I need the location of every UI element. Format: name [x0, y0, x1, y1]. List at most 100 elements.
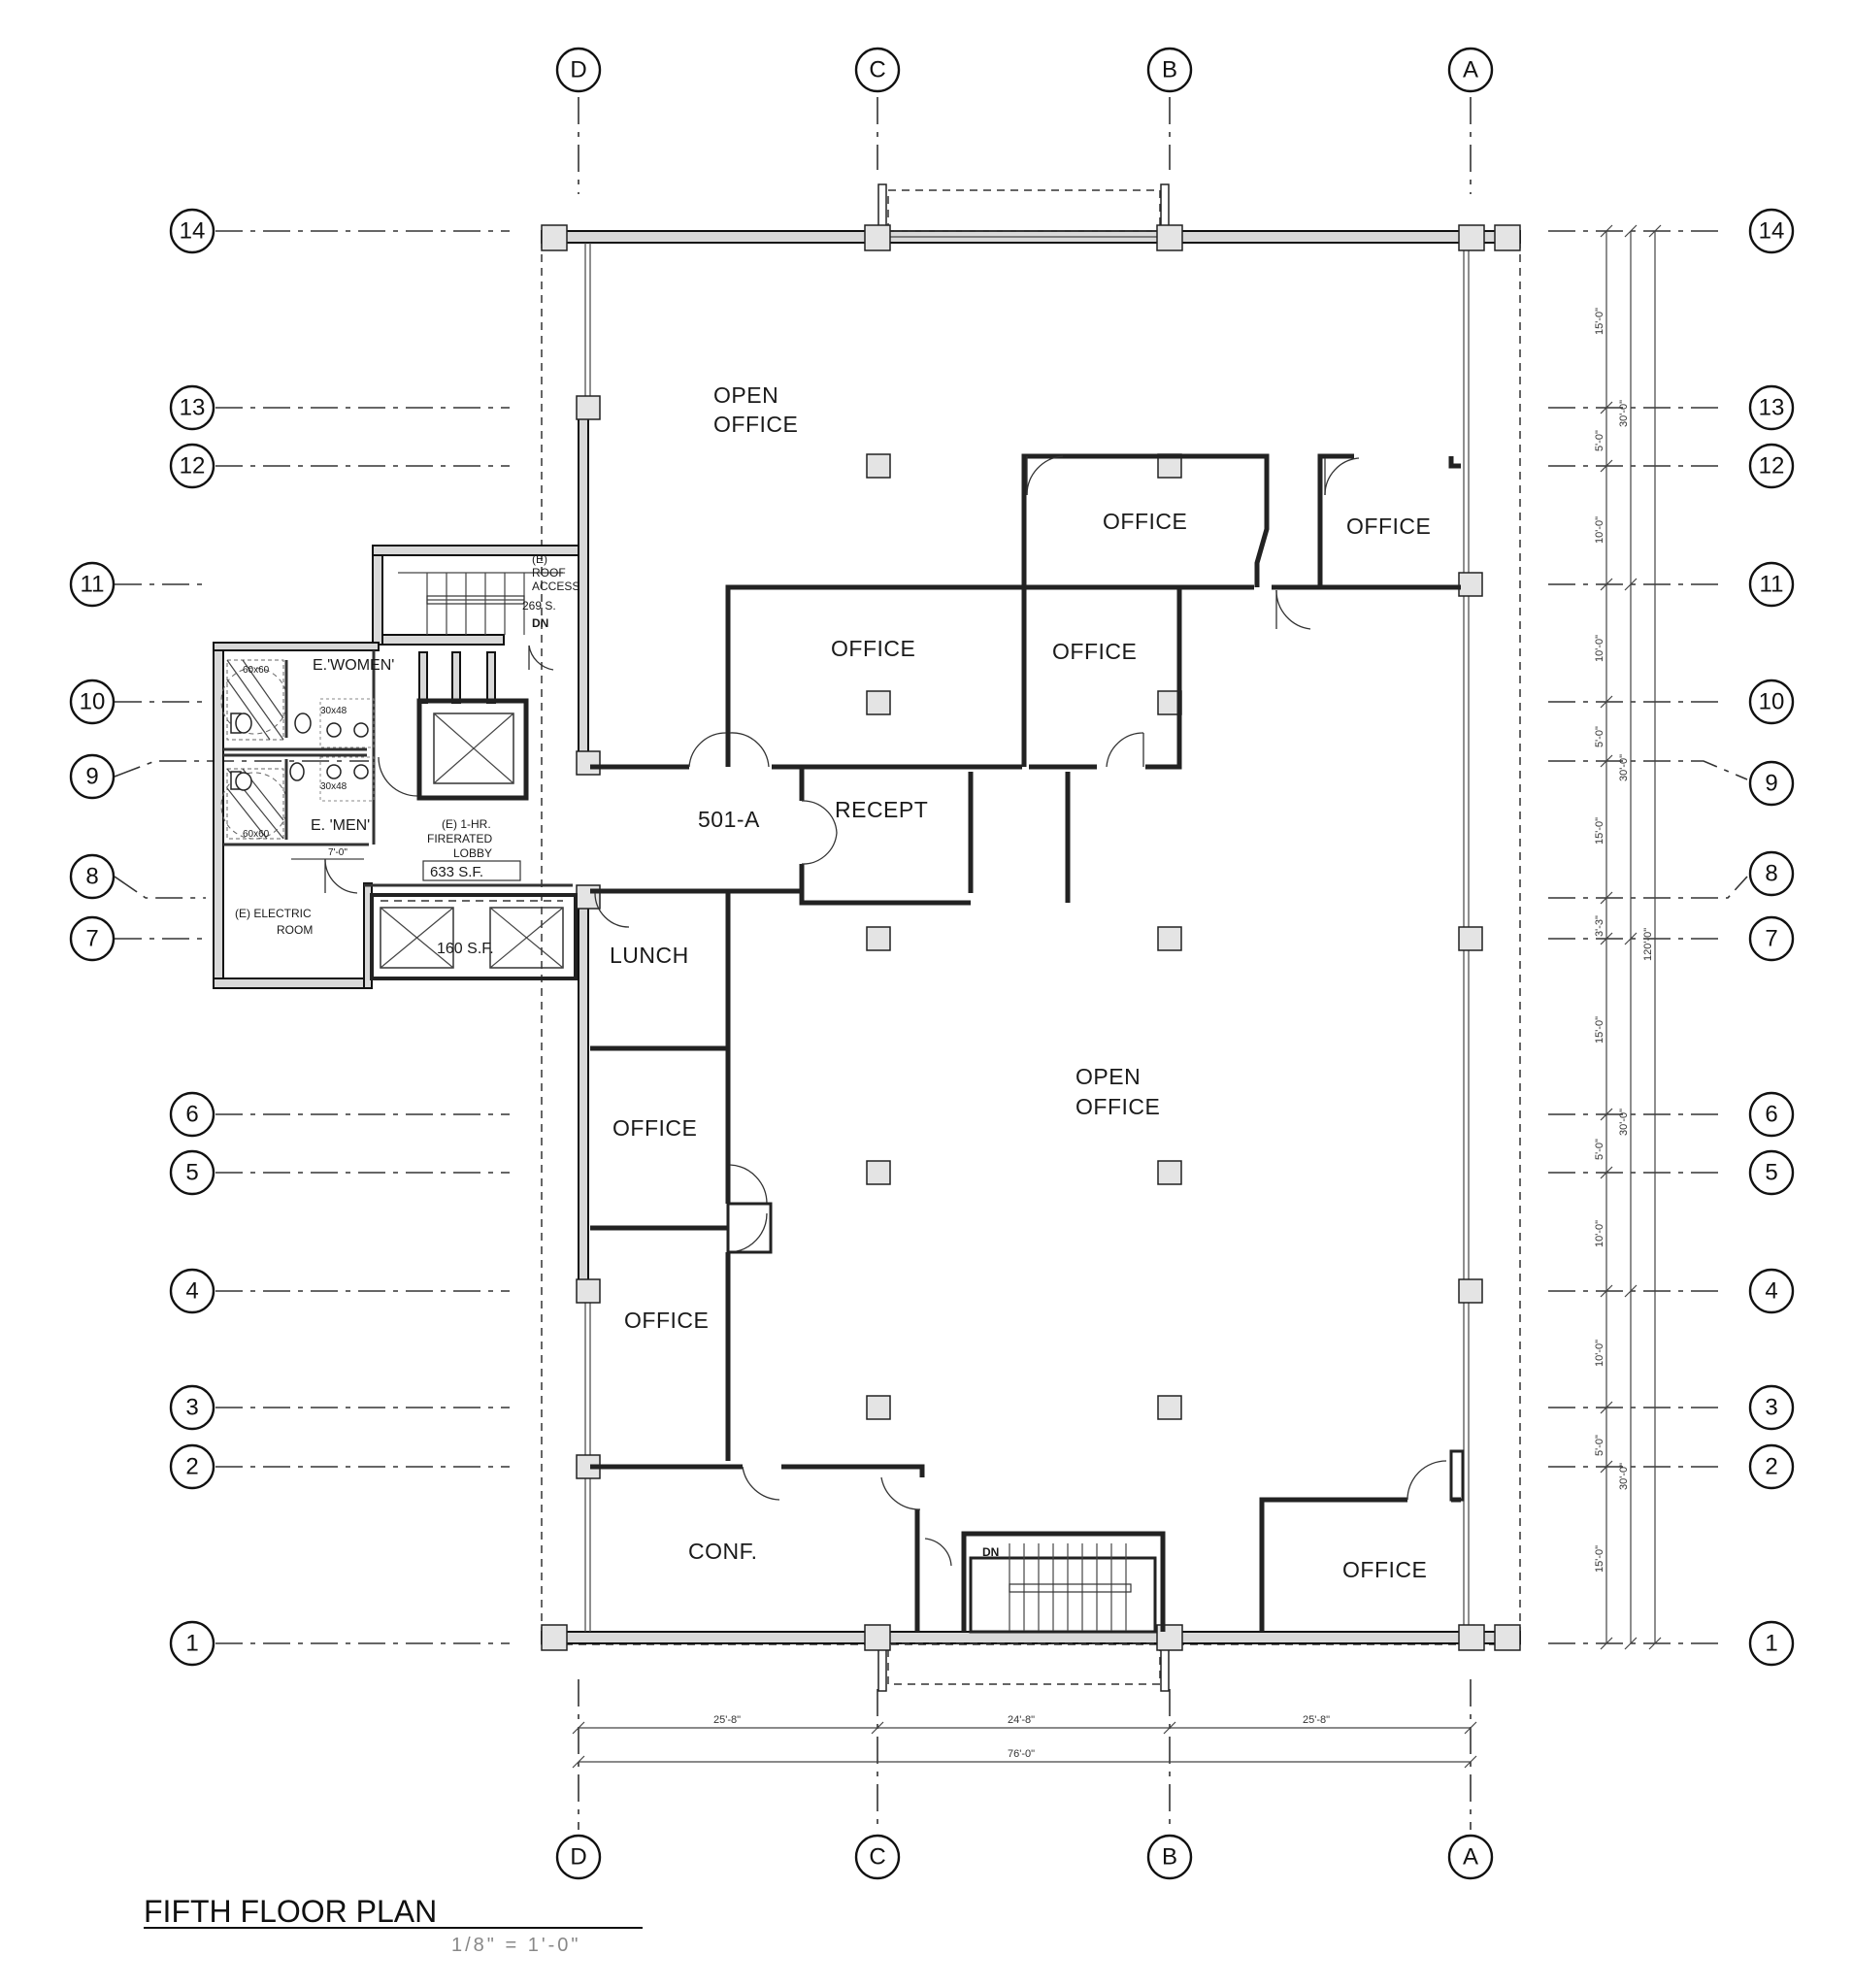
svg-text:5: 5 [1765, 1160, 1777, 1186]
lunch-label: LUNCH [610, 943, 689, 968]
dim-right-3-2: 5'-0" [1594, 1435, 1605, 1456]
grid-bubble-row-5-right: 5 [1748, 1149, 1795, 1196]
svg-text:5: 5 [185, 1160, 198, 1186]
drawing-title-text: FIFTH FLOOR PLAN [144, 1894, 437, 1929]
office-11b-label: OFFICE [1052, 639, 1137, 664]
grid-bubble-row-2-right: 2 [1748, 1443, 1795, 1490]
office-12a-label: OFFICE [1346, 514, 1431, 539]
roof-access-label-1: (E) [532, 552, 547, 566]
svg-text:13: 13 [1759, 395, 1785, 421]
dim-right-total: 120'-0" [1642, 928, 1654, 961]
dim-right-5-4: 10'-0" [1594, 1220, 1605, 1247]
electric-room-label-1: (E) ELECTRIC [235, 907, 312, 920]
dim-right-outer-3: 30'-0" [1618, 1109, 1630, 1136]
svg-text:10: 10 [80, 689, 106, 715]
svg-text:1: 1 [185, 1631, 198, 1657]
men-accessible-zone [226, 768, 284, 840]
fixture-30x48-men: 30x48 [320, 781, 347, 792]
grid-bubble-row-1-left: 1 [169, 1620, 215, 1667]
dim-bottom-total: 76'-0" [1008, 1748, 1035, 1760]
west-core-wall-lower [578, 902, 589, 1288]
open-office-north-label-1: OPEN [713, 382, 778, 408]
svg-text:13: 13 [180, 395, 206, 421]
grid-bubble-row-1-right: 1 [1748, 1620, 1795, 1667]
recept-label: RECEPT [835, 797, 928, 822]
svg-text:7: 7 [1765, 926, 1777, 952]
grid-bubble-col-d-top: D [555, 47, 602, 93]
svg-text:8: 8 [1765, 861, 1777, 887]
grid-bubble-row-7-left: 7 [69, 915, 116, 962]
grid-bubble-row-2-left: 2 [169, 1443, 215, 1490]
grid-bubble-row-10-right: 10 [1748, 679, 1795, 725]
electric-room-label-2: ROOM [277, 923, 313, 937]
lobby-label-2: FIRERATED [427, 832, 492, 845]
dim-right-2-1: 15'-0" [1594, 1545, 1605, 1573]
women-accessible-zone [226, 659, 284, 741]
drawing-title: FIFTH FLOOR PLAN 1/8" = 1'-0" [144, 1894, 643, 1956]
svg-text:14: 14 [1759, 218, 1785, 245]
grid-bubble-row-12-left: 12 [169, 443, 215, 489]
door-swings [594, 455, 1447, 1567]
dim-right-outer-4: 30'-0" [1618, 1463, 1630, 1490]
dim-right-9-8: 15'-0" [1594, 817, 1605, 845]
room-501a-label: 501-A [698, 807, 760, 832]
lobby-label-3: LOBBY [453, 846, 492, 860]
lobby-area-tag [422, 860, 521, 881]
grid-lines [114, 97, 1748, 1830]
svg-text:C: C [869, 1844, 885, 1871]
fixture-30x48-women: 30x48 [320, 706, 347, 716]
grid-bubble-row-3-left: 3 [169, 1384, 215, 1431]
dim-right-11-10: 10'-0" [1594, 635, 1605, 662]
office-12b-label: OFFICE [1103, 509, 1187, 534]
svg-text:A: A [1463, 57, 1478, 83]
west-core: (E) ROOF ACCESS 269 S. DN E.'WOMEN' 60x6… [213, 545, 579, 989]
roof-access-area: 269 S. [522, 599, 556, 613]
structural-columns [541, 224, 1521, 1651]
open-office-north-label-2: OFFICE [713, 412, 798, 437]
grid-bubble-col-c-top: C [854, 47, 901, 93]
west-core-wall-upper [578, 407, 589, 770]
svg-text:12: 12 [180, 453, 206, 480]
women-restroom-label: E.'WOMEN' [313, 657, 394, 674]
grid-bubble-row-9-right: 9 [1748, 760, 1795, 807]
grid-bubble-col-b-bottom: B [1146, 1834, 1193, 1880]
room-labels: OPEN OFFICE OFFICE OFFICE OFFICE OFFICE … [610, 382, 1431, 1582]
svg-text:B: B [1162, 57, 1177, 83]
svg-text:2: 2 [1765, 1454, 1777, 1480]
svg-text:D: D [570, 57, 586, 83]
svg-text:2: 2 [185, 1454, 198, 1480]
dim-right-10-9: 5'-0" [1594, 726, 1605, 747]
svg-text:1: 1 [1765, 1631, 1777, 1657]
dim-bottom-d-c: 25'-8" [713, 1714, 741, 1726]
svg-text:7: 7 [85, 926, 98, 952]
grid-bubble-row-8-left: 8 [69, 853, 116, 900]
grid-bubble-row-7-right: 7 [1748, 915, 1795, 962]
svg-text:3: 3 [1765, 1395, 1777, 1421]
office-6-label: OFFICE [612, 1115, 697, 1141]
lobby-label-1: (E) 1-HR. [442, 817, 491, 831]
grid-bubble-row-5-left: 5 [169, 1149, 215, 1196]
open-office-south-label-1: OPEN [1075, 1064, 1141, 1089]
grid-bubble-row-11-right: 11 [1748, 561, 1795, 608]
stair-dn-south: DN [982, 1545, 999, 1559]
elevator-area: 160 S.F. [437, 941, 494, 957]
dim-right-14-13: 15'-0" [1594, 308, 1605, 335]
roof-access-label-2: ROOF [532, 566, 566, 580]
office-2a-label: OFFICE [1342, 1557, 1427, 1582]
grid-bubbles: D C B A D C B A 14 13 12 11 10 9 8 7 6 5… [69, 47, 1795, 1880]
svg-text:12: 12 [1759, 453, 1785, 480]
svg-text:D: D [570, 1844, 586, 1871]
interior-walls [590, 453, 1465, 1632]
grid-bubble-row-8-right: 8 [1748, 850, 1795, 897]
dimensions-right: 15'-0" 5'-0" 10'-0" 10'-0" 5'-0" 15'-0" … [1594, 224, 1662, 1650]
grid-bubble-row-12-right: 12 [1748, 443, 1795, 489]
fixture-60x60-men: 60x60 [243, 829, 270, 840]
svg-text:6: 6 [185, 1102, 198, 1128]
lobby-dimension: 7'-0" [328, 847, 347, 858]
stair-dn-north: DN [532, 616, 548, 630]
grid-bubble-col-c-bottom: C [854, 1834, 901, 1880]
svg-text:A: A [1463, 1844, 1478, 1871]
roof-access-stair [398, 572, 563, 635]
svg-text:14: 14 [180, 218, 206, 245]
grid-bubble-row-14-left: 14 [169, 208, 215, 254]
